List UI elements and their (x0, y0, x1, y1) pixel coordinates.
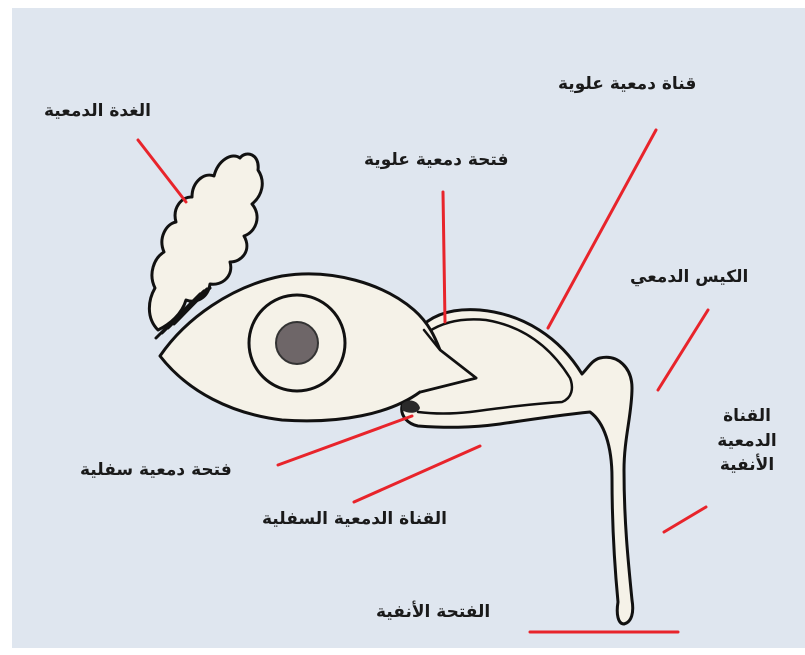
label-nasolacrimal-duct-line-2: الدمعية (704, 429, 790, 454)
label-nasal-opening: الفتحة الأنفية (376, 600, 490, 625)
leader-nasolacrimal-duct (664, 507, 706, 532)
label-nasolacrimal-duct: القناة الدمعية الأنفية (704, 404, 790, 478)
label-upper-canaliculus: قناة دمعية علوية (558, 72, 696, 97)
label-lacrimal-sac: الكيس الدمعي (630, 265, 748, 290)
leader-lower-canaliculus (354, 446, 480, 502)
leader-lacrimal-gland (138, 140, 186, 202)
leader-upper-canaliculus (548, 130, 656, 328)
label-lacrimal-gland: الغدة الدمعية (44, 99, 151, 124)
label-upper-punctum: فتحة دمعية علوية (364, 148, 508, 173)
leader-lacrimal-sac (658, 310, 708, 390)
label-nasolacrimal-duct-line-3: الأنفية (704, 453, 790, 478)
pupil (276, 322, 318, 364)
label-nasolacrimal-duct-line-1: القناة (704, 404, 790, 429)
leader-lower-punctum (278, 416, 412, 465)
label-lower-canaliculus: القناة الدمعية السفلية (262, 507, 447, 532)
label-lower-punctum: فتحة دمعية سفلية (80, 458, 232, 483)
leader-upper-punctum (443, 192, 445, 322)
